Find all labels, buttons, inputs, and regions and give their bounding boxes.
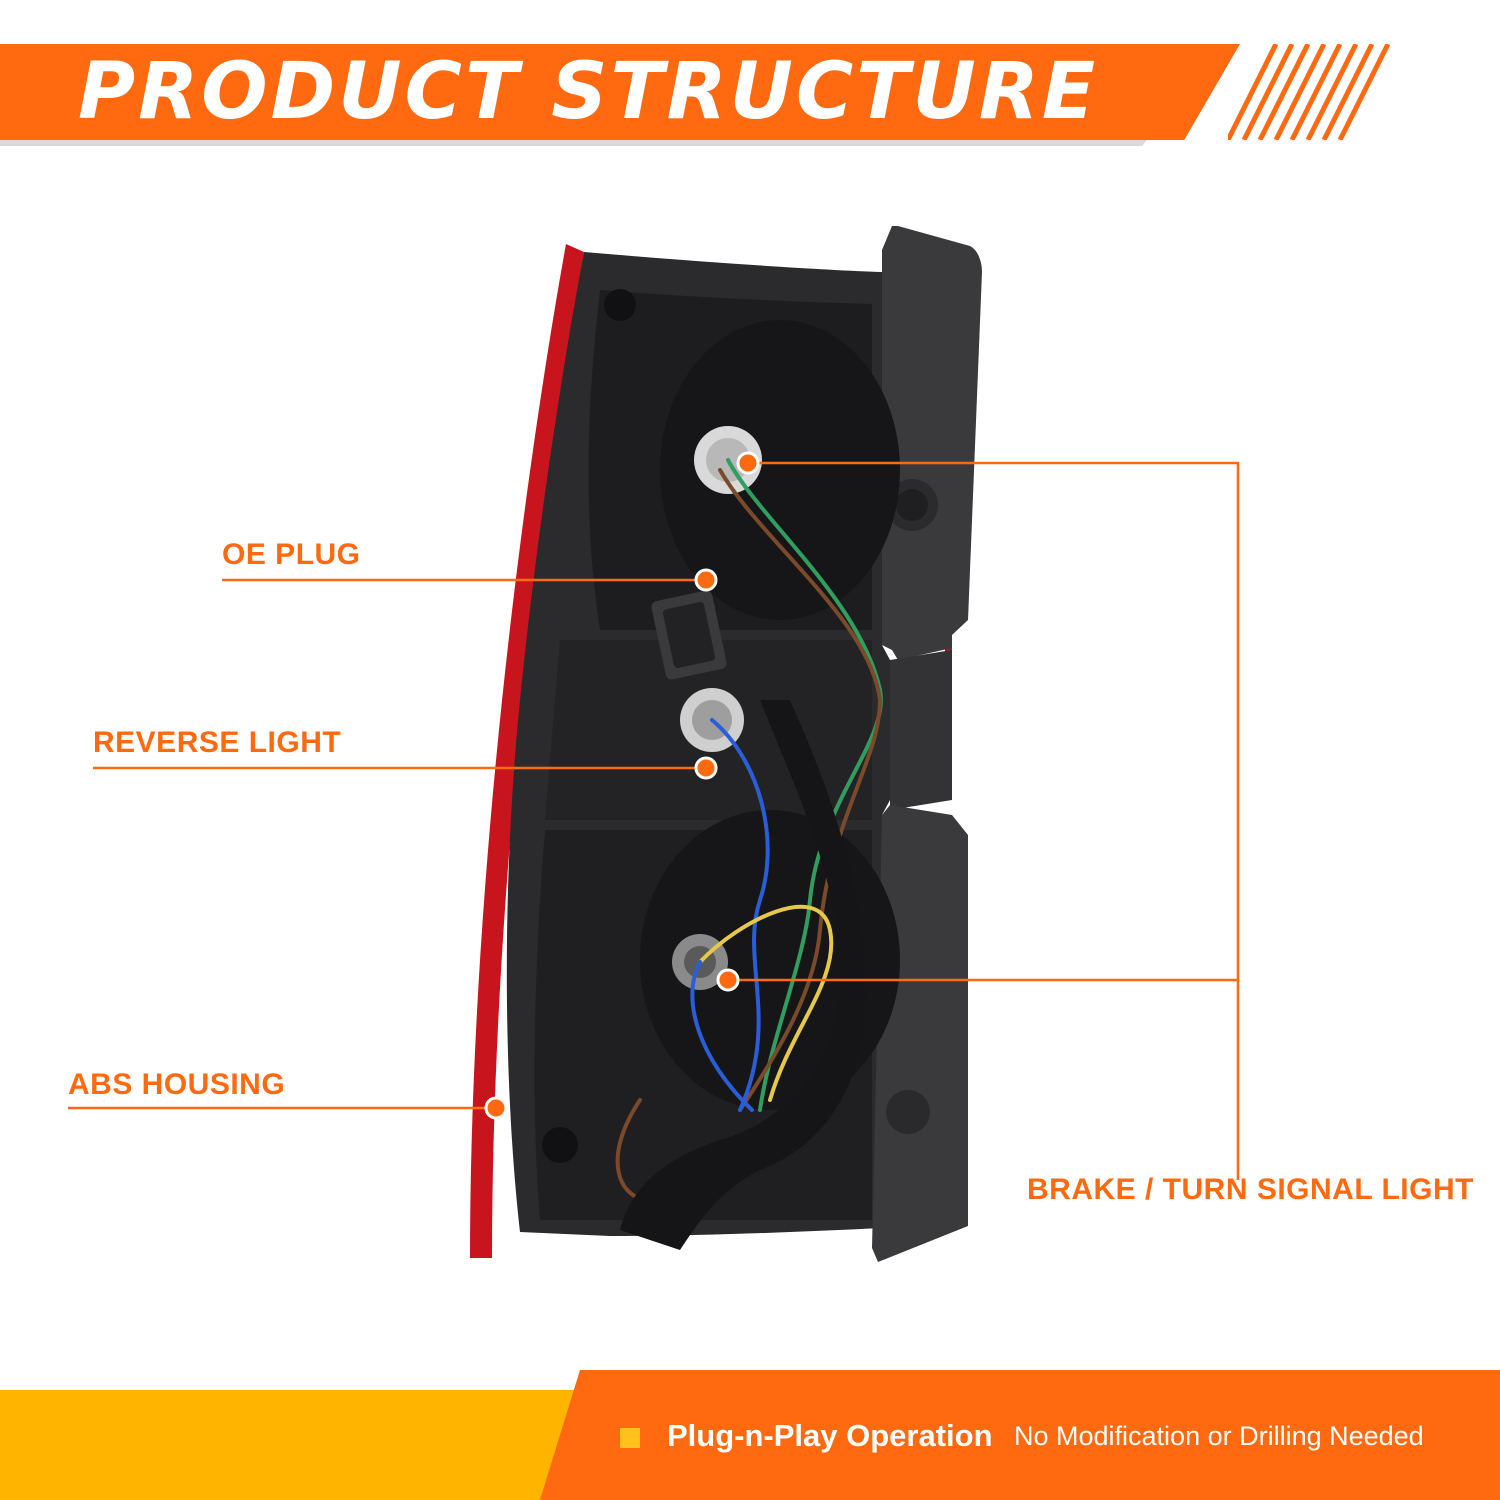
footer-yellow-band bbox=[0, 1390, 600, 1500]
wire-harness bbox=[620, 700, 866, 1250]
brake-turn-leader-line bbox=[728, 461, 1240, 982]
brake-upper-marker bbox=[736, 451, 760, 475]
footer-orange-band bbox=[540, 1370, 1500, 1500]
callout-abs-housing: ABS HOUSING bbox=[68, 1068, 286, 1101]
brake-lower-marker bbox=[716, 968, 740, 992]
callout-brake-turn-signal: BRAKE / TURN SIGNAL LIGHT bbox=[1027, 1173, 1474, 1206]
mounting-bracket bbox=[882, 226, 982, 660]
header-banner bbox=[0, 44, 1240, 140]
footer-feature-text: Plug-n-Play Operation bbox=[667, 1418, 993, 1453]
banner-stripes-decoration bbox=[1228, 44, 1391, 140]
footer-bullet-square bbox=[620, 1428, 640, 1448]
red-lens-edge bbox=[470, 244, 584, 1258]
abs-housing-marker bbox=[484, 1096, 508, 1120]
callout-reverse-light: REVERSE LIGHT bbox=[93, 726, 342, 759]
footer-detail-text: No Modification or Drilling Needed bbox=[1014, 1421, 1424, 1451]
reverse-light-marker bbox=[694, 756, 718, 780]
oe-plug-marker bbox=[694, 568, 718, 592]
callout-oe-plug: OE PLUG bbox=[222, 538, 361, 571]
page-title: PRODUCT STRUCTURE bbox=[78, 47, 1099, 137]
